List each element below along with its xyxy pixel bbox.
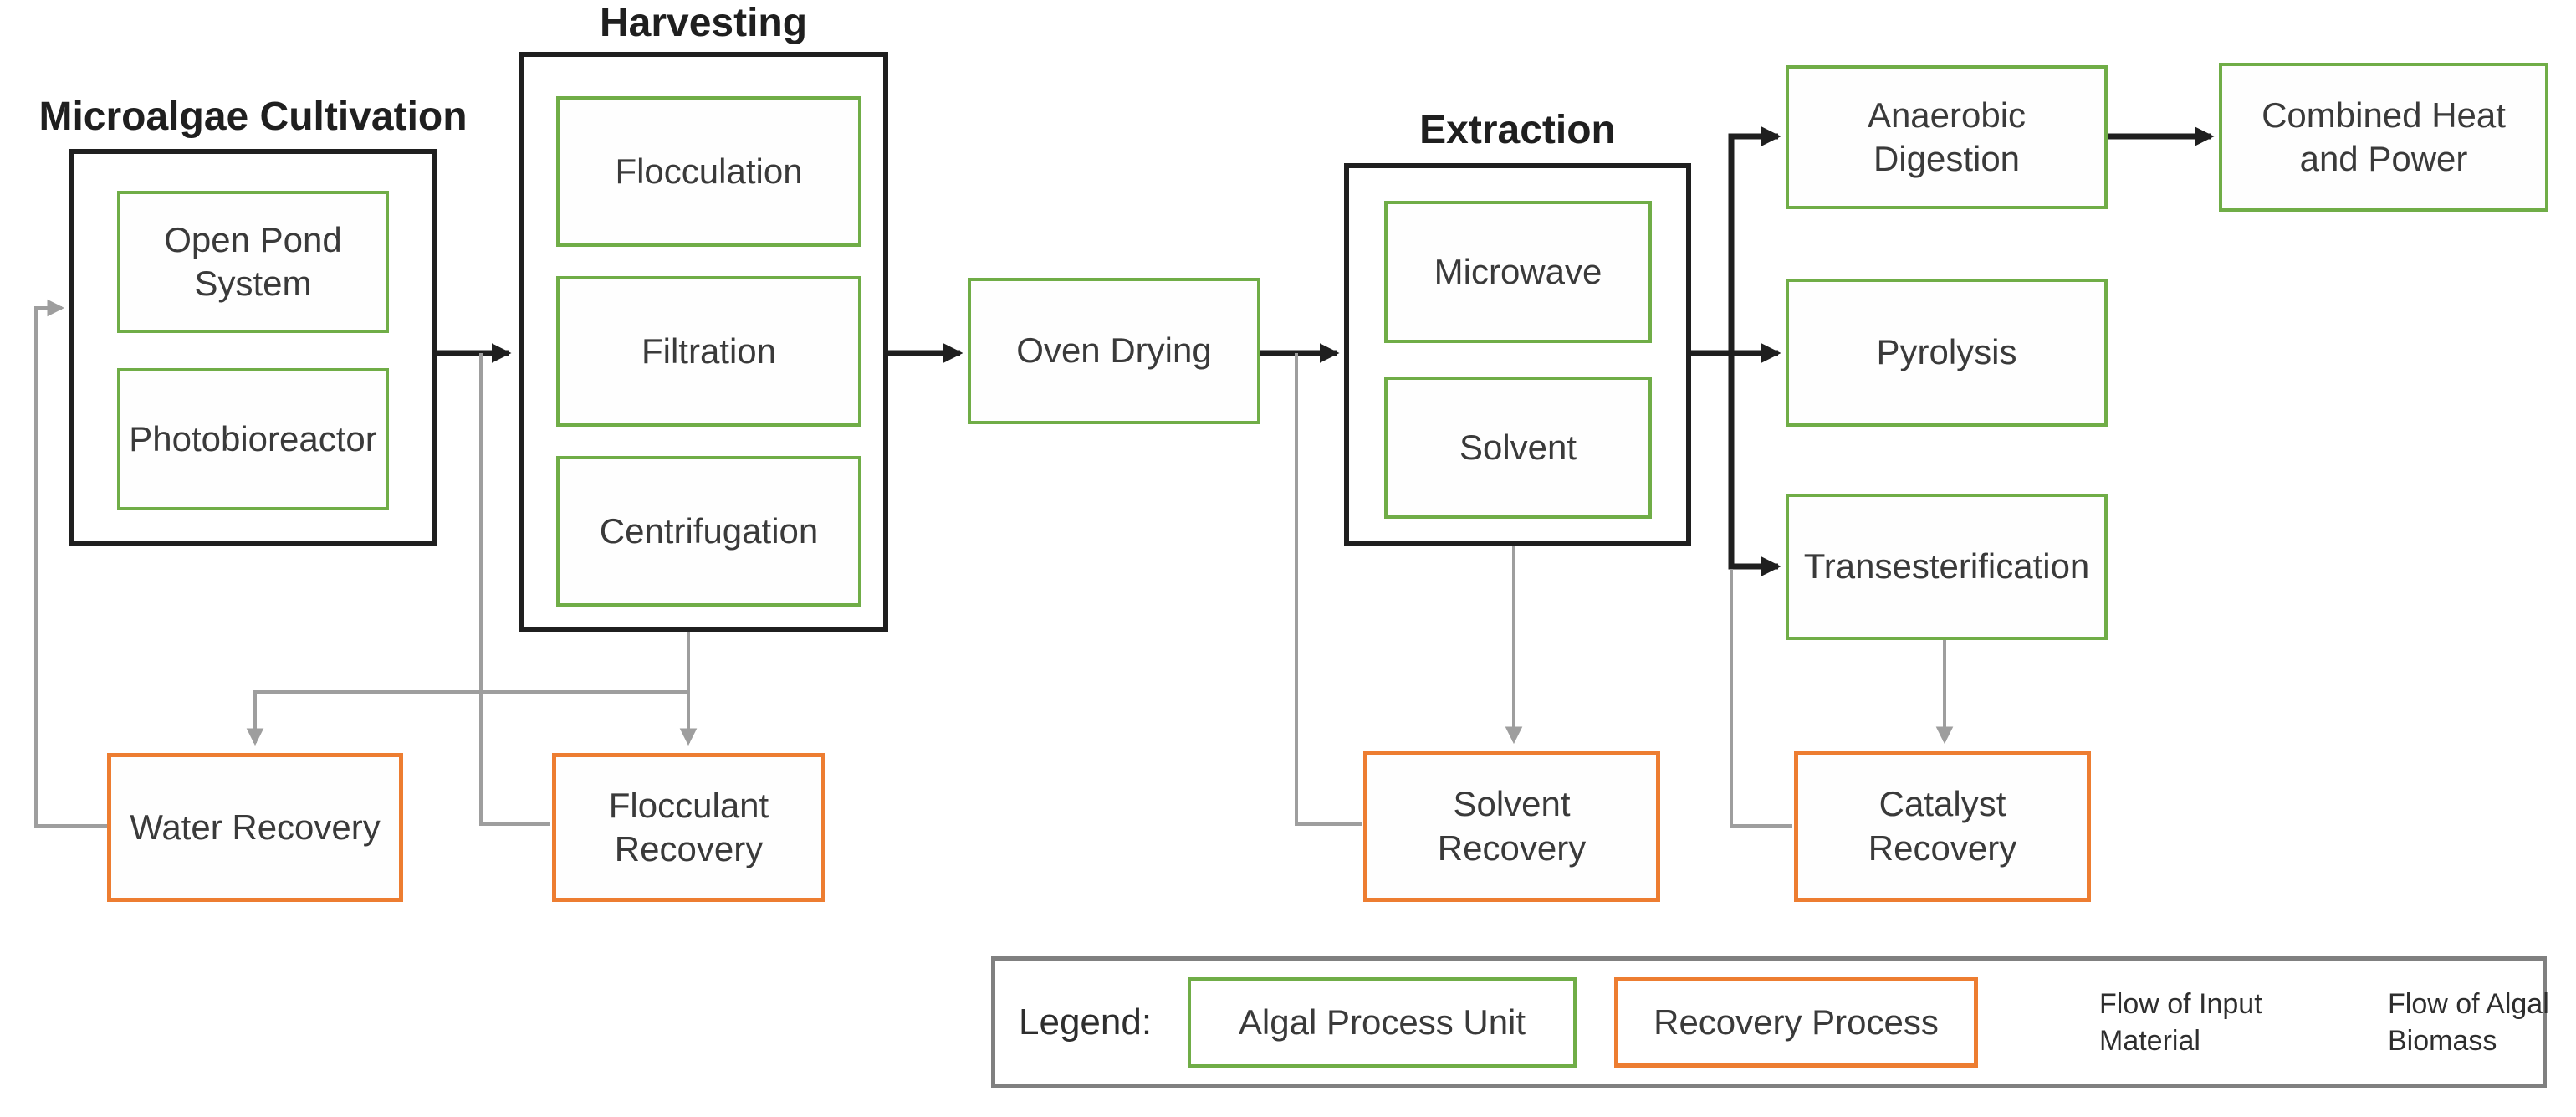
legend-algal-process-unit-label: Algal Process Unit [1238, 1002, 1526, 1042]
node-catalyst-recovery: Catalyst Recovery [1794, 751, 2091, 902]
node-label-combined-heat-power: Combined Heat and Power [2262, 95, 2506, 179]
node-label-solvent: Solvent [1459, 427, 1577, 467]
node-label-filtration: Filtration [641, 330, 777, 371]
node-label-transesterification: Transesterification [1803, 546, 2090, 587]
input-water-recovery-to-cultivation [34, 299, 107, 828]
group-box-extraction [1344, 163, 1691, 546]
node-label-flocculant-recovery: Flocculant Recovery [608, 785, 769, 869]
node-flocculation: Flocculation [556, 96, 861, 247]
node-label-open-pond-system: Open Pond System [164, 219, 342, 304]
node-solvent: Solvent [1384, 377, 1652, 519]
node-open-pond-system: Open Pond System [117, 191, 389, 333]
node-solvent-recovery: Solvent Recovery [1363, 751, 1660, 902]
node-transesterification: Transesterification [1786, 494, 2108, 640]
node-microwave: Microwave [1384, 201, 1652, 343]
node-label-oven-drying: Oven Drying [1016, 330, 1212, 371]
group-title-harvesting: Harvesting [599, 1, 808, 45]
node-label-water-recovery: Water Recovery [130, 807, 381, 847]
input-branch-to-catalyst-left [1730, 569, 1792, 828]
node-label-microwave: Microwave [1434, 251, 1602, 291]
node-pyrolysis: Pyrolysis [1786, 279, 2108, 427]
node-label-photobioreactor: Photobioreactor [129, 418, 377, 459]
group-box-harvesting [519, 52, 888, 632]
node-oven-drying: Oven Drying [968, 278, 1260, 424]
input-branch-to-solvent-left [1295, 353, 1362, 826]
node-label-catalyst-recovery: Catalyst Recovery [1868, 784, 2017, 868]
legend-biomass-flow-label: Flow of Algal Biomass [2388, 987, 2549, 1057]
legend-algal-process-unit-swatch: Algal Process Unit [1188, 976, 1577, 1068]
input-branch-to-flocculant-left [479, 353, 550, 826]
legend: Legend: Algal Process Unit Recovery Proc… [991, 956, 2549, 1088]
flow-trunk-to-transesterification [1728, 353, 1781, 576]
group-title-extraction: Extraction [1419, 108, 1616, 152]
node-flocculant-recovery: Flocculant Recovery [552, 753, 825, 902]
node-centrifugation: Centrifugation [556, 456, 861, 607]
node-label-centrifugation: Centrifugation [599, 510, 819, 551]
node-anaerobic-digestion: Anaerobic Digestion [1786, 65, 2108, 209]
node-filtration: Filtration [556, 276, 861, 427]
group-title-cultivation: Microalgae Cultivation [38, 95, 468, 139]
node-water-recovery: Water Recovery [107, 753, 403, 902]
node-label-solvent-recovery: Solvent Recovery [1437, 784, 1587, 868]
flow-trunk-to-anaerobic-digestion [1728, 126, 1781, 353]
legend-recovery-process-swatch: Recovery Process [1614, 976, 1978, 1068]
legend-title: Legend: [1019, 1001, 1153, 1043]
legend-recovery-process-label: Recovery Process [1653, 1002, 1939, 1042]
node-photobioreactor: Photobioreactor [117, 368, 389, 510]
node-label-flocculation: Flocculation [615, 151, 803, 191]
group-box-cultivation [69, 149, 437, 546]
legend-input-flow-label: Flow of Input Material [2099, 987, 2262, 1057]
node-label-pyrolysis: Pyrolysis [1876, 332, 2017, 372]
node-combined-heat-power: Combined Heat and Power [2219, 63, 2548, 212]
node-label-anaerobic-digestion: Anaerobic Digestion [1867, 95, 2027, 179]
input-split-to-water-recovery [246, 690, 688, 746]
